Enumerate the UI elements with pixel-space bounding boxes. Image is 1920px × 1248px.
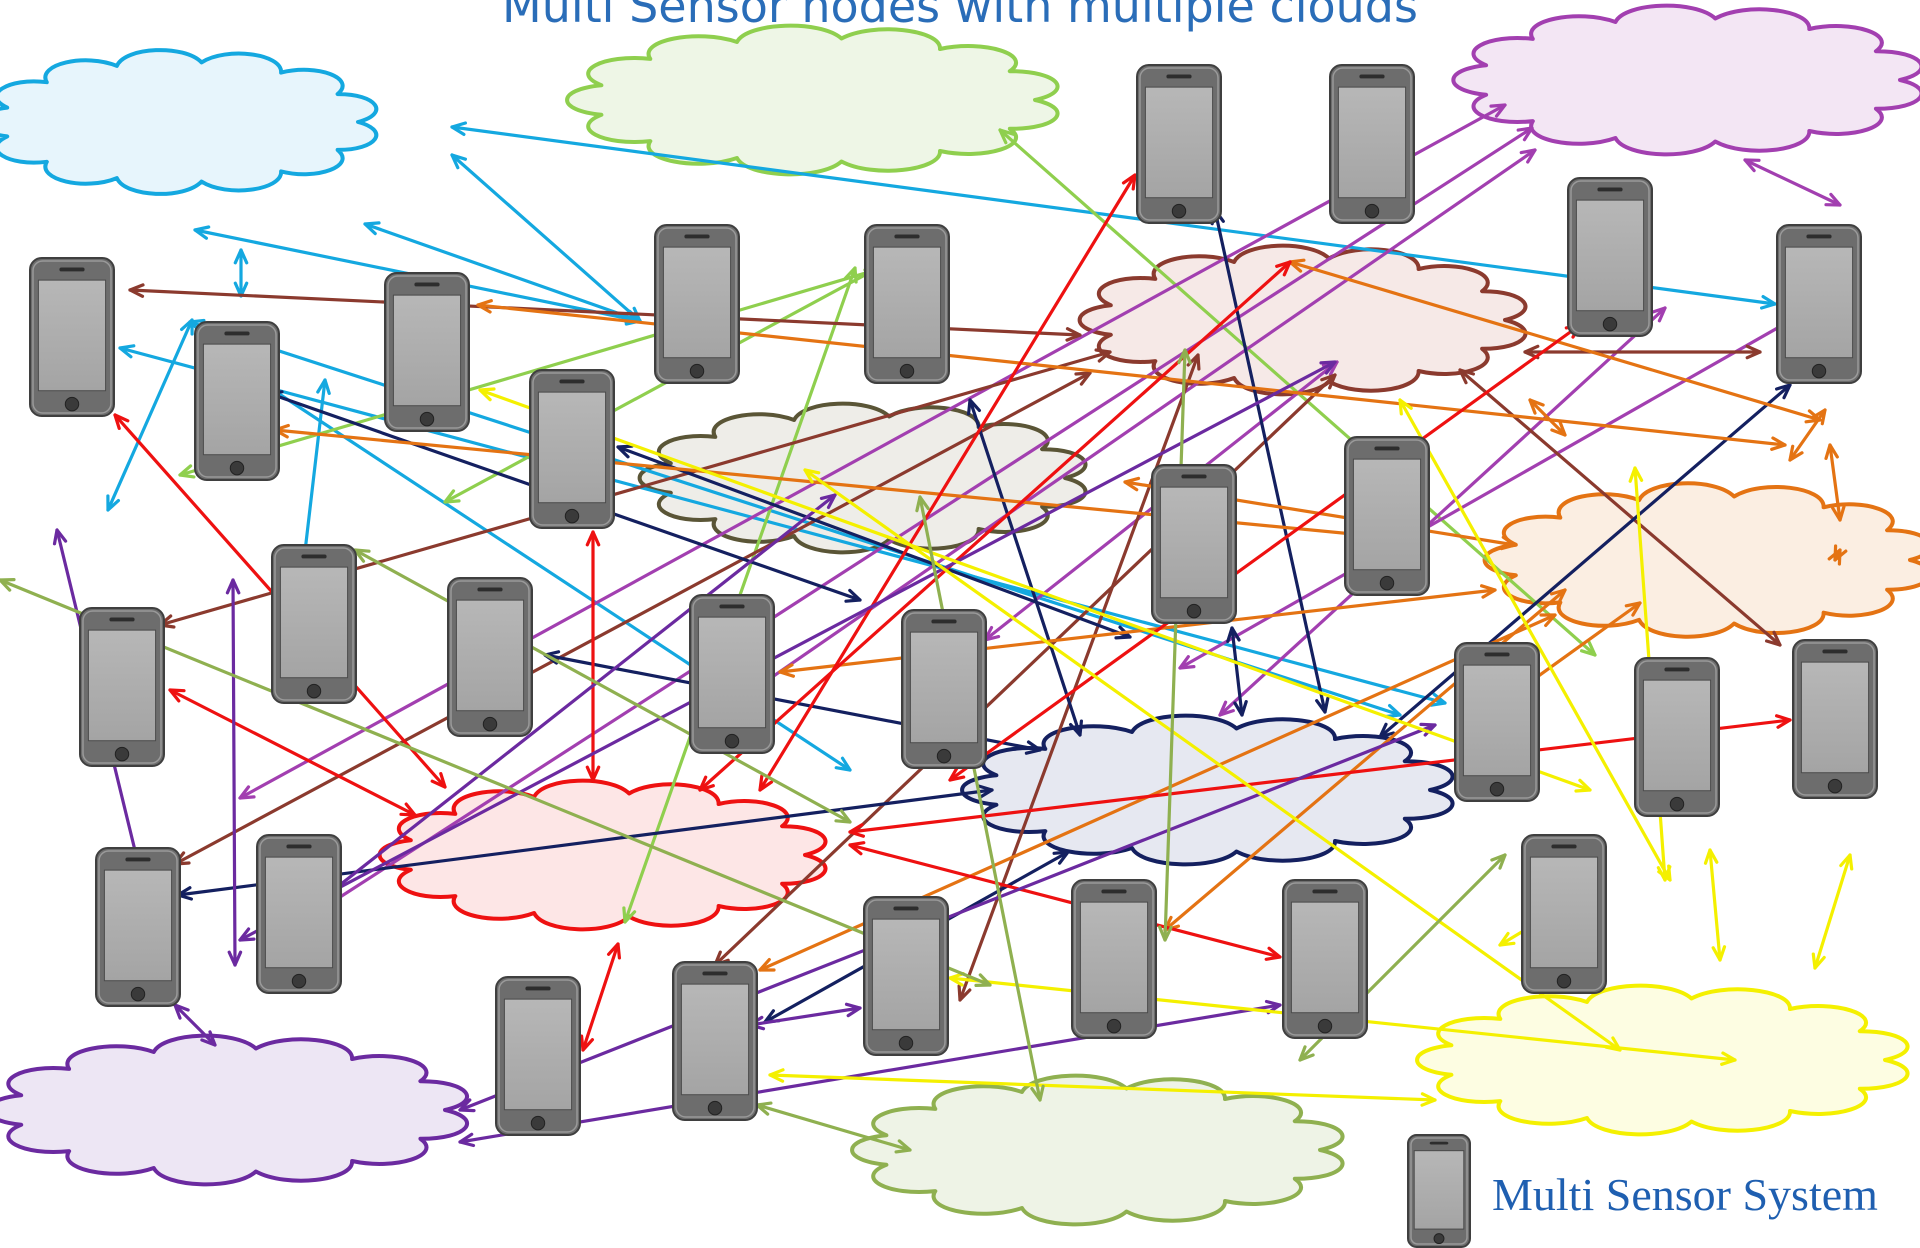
arrow-orange-43 — [778, 584, 1497, 678]
sensor-node-phone-icon-3 — [529, 369, 615, 529]
arrow-orange-48 — [1827, 544, 1848, 566]
arrow-orange-49 — [1788, 408, 1827, 462]
legend-label: Multi Sensor System — [1492, 1169, 1878, 1220]
arrow-red-58 — [579, 942, 622, 1052]
sensor-node-phone-icon-22 — [1521, 834, 1607, 994]
sensor-node-phone-icon-1 — [194, 321, 280, 481]
arrow-red-56 — [848, 841, 1282, 961]
phone-icon — [1407, 1134, 1471, 1248]
sensor-node-phone-icon-6 — [1136, 64, 1222, 224]
legend: Multi Sensor System — [1407, 1134, 1878, 1248]
sensor-node-phone-icon-7 — [1329, 64, 1415, 224]
arrow-orange-42 — [1528, 398, 1567, 437]
sensor-node-phone-icon-10 — [1344, 436, 1430, 596]
sensor-node-phone-icon-17 — [1454, 642, 1540, 802]
sensor-node-phone-icon-19 — [1792, 639, 1878, 799]
arrow-yellow-67 — [478, 387, 1592, 793]
sensor-node-phone-icon-24 — [1071, 879, 1157, 1039]
arrow-cyan-0 — [450, 121, 1777, 310]
cloud-olive — [850, 1073, 1345, 1227]
sensor-node-phone-icon-18 — [1634, 657, 1720, 817]
arrow-red-50 — [758, 173, 1137, 792]
cloud-orange — [1482, 481, 1920, 639]
sensor-nodes-layer — [29, 64, 1878, 1136]
arrow-navy-34 — [1378, 383, 1792, 739]
arrow-magenta-20 — [1743, 158, 1842, 207]
cloud-cyan — [0, 48, 379, 196]
sensor-node-phone-icon-15 — [901, 609, 987, 769]
sensor-node-phone-icon-12 — [271, 544, 357, 704]
sensor-node-phone-icon-23 — [863, 896, 949, 1056]
arrow-orange-44 — [1824, 443, 1846, 522]
sensor-node-phone-icon-27 — [672, 961, 758, 1121]
arrow-yellow-72 — [768, 1068, 1437, 1107]
cloud-purple — [0, 1033, 470, 1187]
sensor-node-phone-icon-4 — [654, 224, 740, 384]
arrow-brown-26 — [1523, 344, 1762, 360]
arrow-magenta-15 — [238, 103, 1507, 800]
diagram-title: Multi Sensor nodes with multiple clouds — [502, 0, 1418, 33]
arrow-cyan-1 — [450, 153, 642, 323]
sensor-node-phone-icon-26 — [495, 976, 581, 1136]
sensor-node-phone-icon-5 — [864, 224, 950, 384]
cloud-yellow — [1415, 983, 1910, 1137]
sensor-node-phone-icon-9 — [1776, 224, 1862, 384]
arrow-purple-60 — [225, 578, 243, 967]
arrow-navy-32 — [966, 398, 1084, 737]
arrow-olive-79 — [915, 495, 1045, 1102]
arrow-red-51 — [698, 260, 1292, 792]
sensor-node-phone-icon-14 — [689, 594, 775, 754]
arrow-red-57 — [848, 714, 1792, 838]
arrow-red-55 — [585, 530, 601, 782]
arrow-navy-30 — [616, 444, 1132, 640]
arrow-purple-66 — [238, 360, 1337, 942]
sensor-node-phone-icon-20 — [95, 847, 181, 1007]
cloud-magenta — [1451, 3, 1920, 157]
arrow-navy-35 — [1226, 626, 1248, 717]
arrow-red-54 — [168, 688, 417, 817]
cloud-lightgreen-top — [565, 23, 1060, 177]
sensor-node-phone-icon-8 — [1567, 177, 1653, 337]
arrow-magenta-19 — [1218, 306, 1667, 717]
sensor-node-phone-icon-16 — [79, 607, 165, 767]
arrow-olive-78 — [1158, 348, 1192, 942]
arrow-cyan-7 — [106, 318, 194, 512]
arrow-yellow-73 — [1703, 848, 1727, 962]
arrow-cyan-8 — [233, 248, 249, 298]
sensor-node-phone-icon-2 — [384, 272, 470, 432]
sensor-node-phone-icon-13 — [447, 577, 533, 737]
arrow-yellow-74 — [1811, 853, 1854, 970]
sensor-node-phone-icon-11 — [1151, 464, 1237, 624]
cloud-brown — [1077, 243, 1528, 397]
sensor-node-phone-icon-25 — [1282, 879, 1368, 1039]
sensor-node-phone-icon-21 — [256, 834, 342, 994]
arrow-purple-64 — [748, 1002, 862, 1031]
sensor-node-phone-icon-0 — [29, 257, 115, 417]
legend-phone-icon — [1407, 1134, 1471, 1248]
